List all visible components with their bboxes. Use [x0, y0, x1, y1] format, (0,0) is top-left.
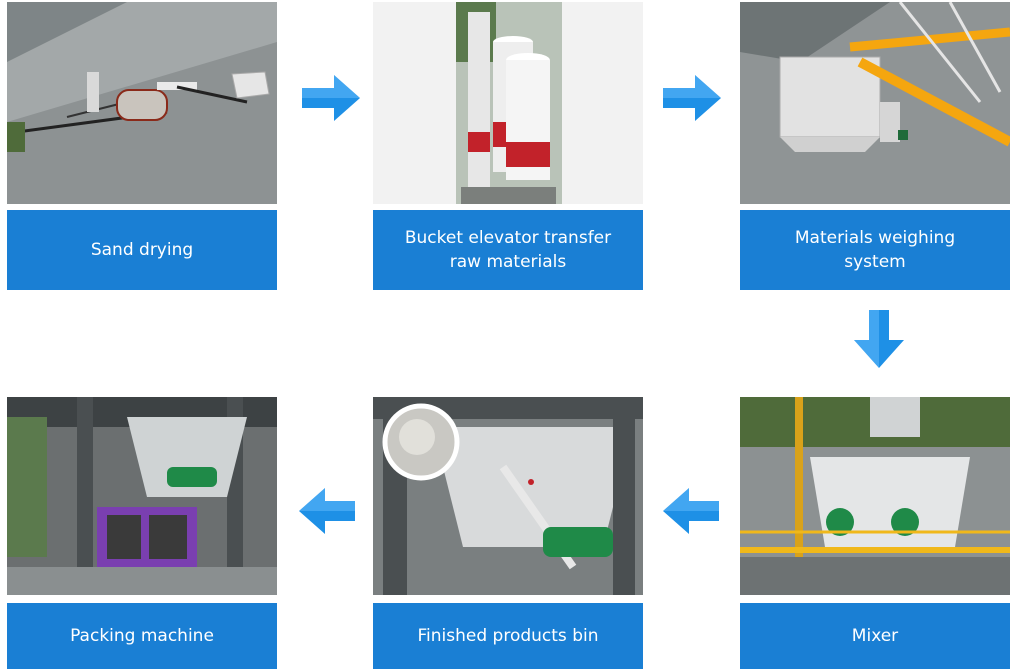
arrow-left-icon	[661, 486, 721, 536]
finished-products-bin-image	[373, 397, 643, 595]
step-label: Finished products bin	[373, 603, 643, 669]
arrow-left-icon	[297, 486, 357, 536]
step-packing-machine: Packing machine	[7, 397, 277, 672]
mixer-image	[740, 397, 1010, 595]
weighing-system-image	[740, 2, 1010, 204]
arrow-right-icon	[663, 73, 723, 123]
arrow-right-icon	[302, 73, 362, 123]
step-sand-drying: Sand drying	[7, 2, 277, 290]
step-label: Sand drying	[7, 210, 277, 290]
step-weighing-system: Materials weighing system	[740, 2, 1010, 290]
step-label: Mixer	[740, 603, 1010, 669]
step-mixer: Mixer	[740, 397, 1010, 672]
bucket-elevator-image	[373, 2, 643, 204]
packing-machine-image	[7, 397, 277, 595]
step-label: Packing machine	[7, 603, 277, 669]
arrow-down-icon	[852, 310, 906, 370]
step-label: Bucket elevator transfer raw materials	[373, 210, 643, 290]
sand-drying-image	[7, 2, 277, 204]
step-bucket-elevator: Bucket elevator transfer raw materials	[373, 2, 643, 290]
step-label: Materials weighing system	[740, 210, 1010, 290]
step-finished-products-bin: Finished products bin	[373, 397, 643, 672]
